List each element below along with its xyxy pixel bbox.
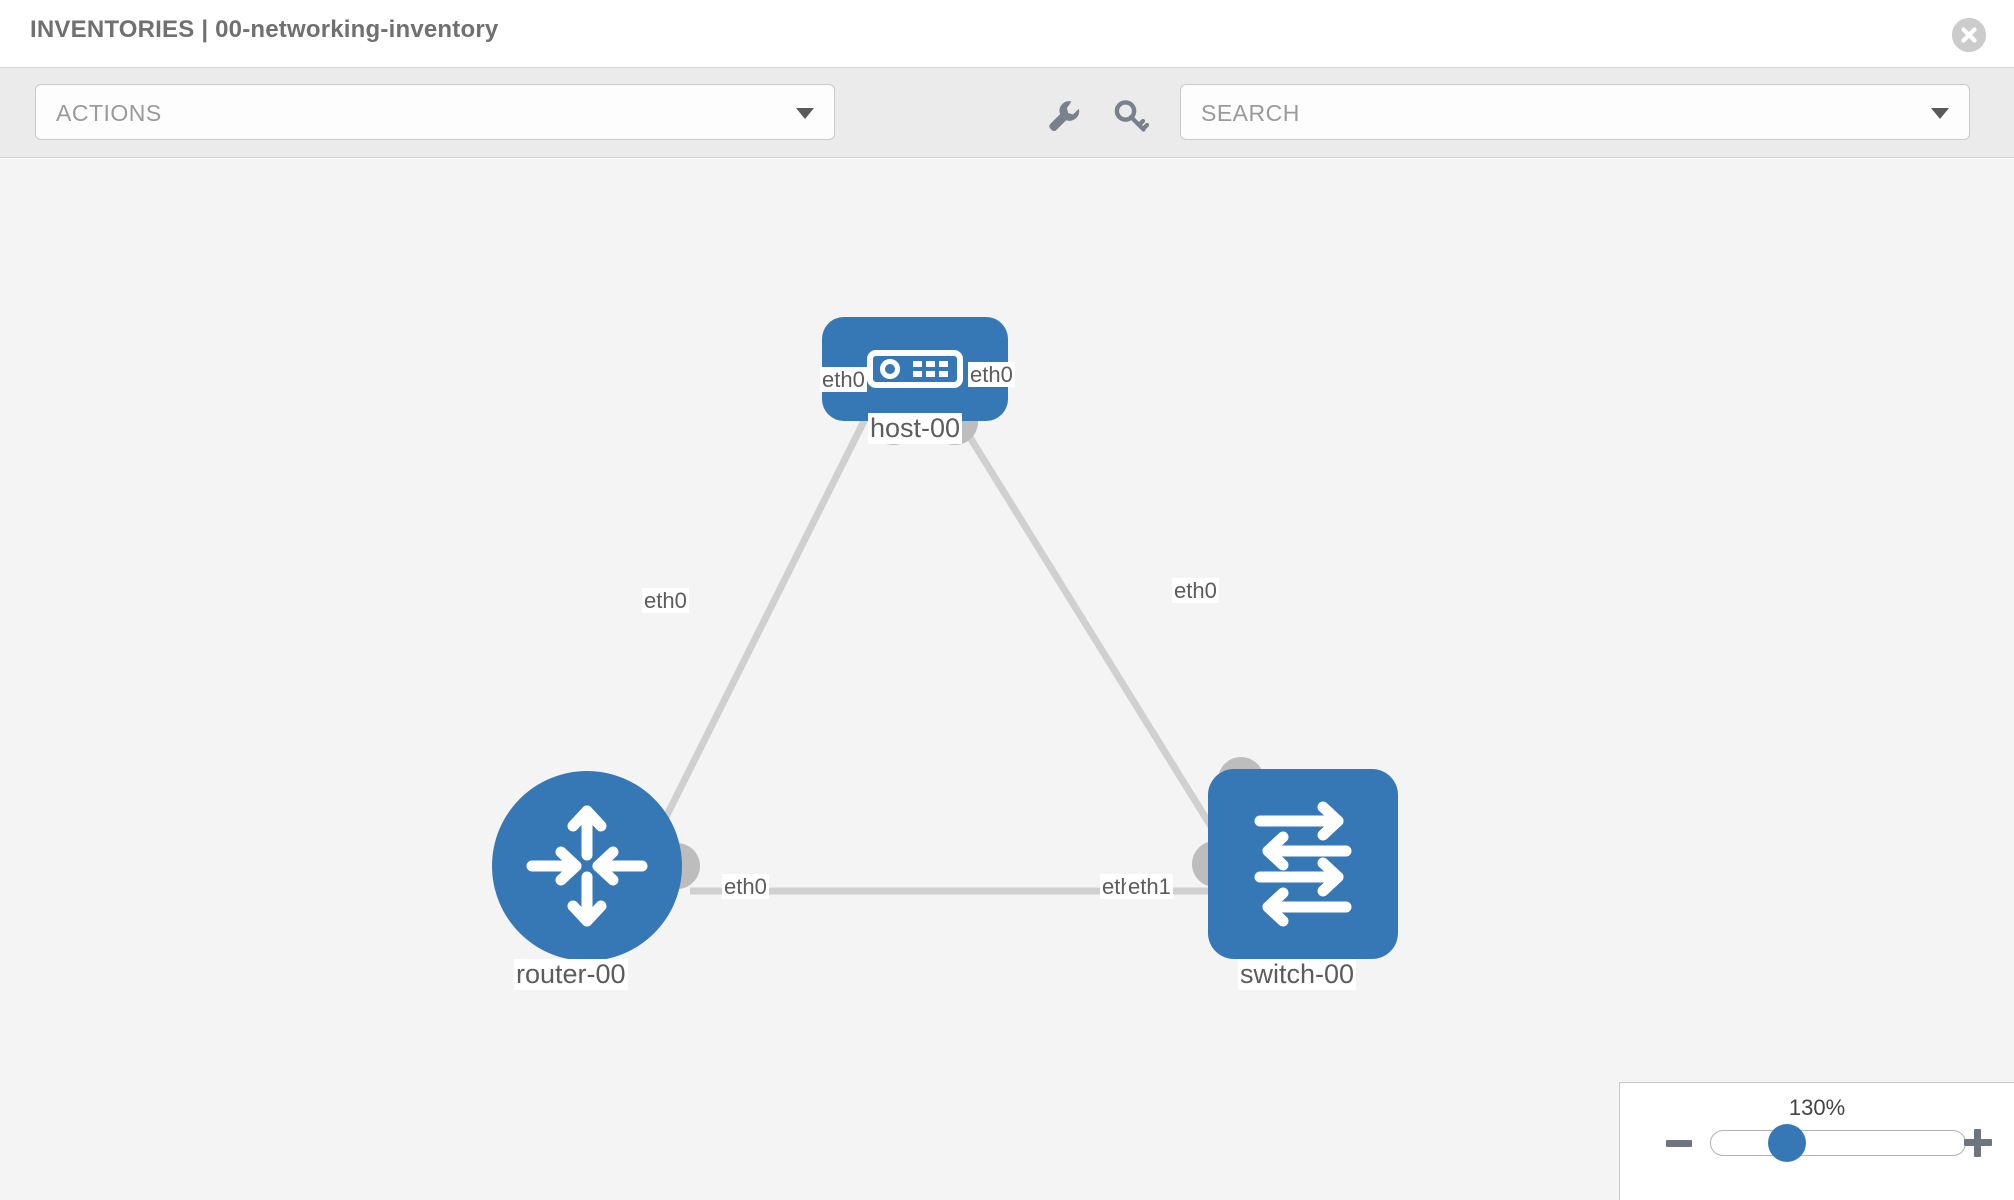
iface-label-router-eth0-up: eth0: [642, 588, 689, 614]
chevron-down-icon[interactable]: [1931, 108, 1949, 119]
page-title: INVENTORIES | 00-networking-inventory: [30, 16, 499, 43]
link-host-switch: [937, 387, 1228, 851]
node-label-router-00: router-00: [514, 959, 628, 991]
zoom-out-button[interactable]: [1666, 1140, 1692, 1147]
search-input[interactable]: SEARCH: [1180, 84, 1970, 140]
zoom-level-value: 130%: [1788, 1095, 1846, 1120]
zoom-slider-track[interactable]: [1710, 1130, 1966, 1156]
node-label-switch-00: switch-00: [1238, 959, 1357, 991]
switch-arrows-icon: [1254, 801, 1352, 927]
iface-label-switch-eth0-up: eth0: [1172, 578, 1219, 604]
search-placeholder: SEARCH: [1201, 100, 1300, 126]
key-icon[interactable]: [1110, 96, 1150, 136]
zoom-in-button[interactable]: [1964, 1129, 1992, 1157]
topology-links: [636, 387, 1228, 895]
router-arrows-icon: [526, 805, 648, 927]
server-icon: [867, 350, 963, 388]
wrench-icon[interactable]: [1044, 96, 1084, 136]
switch-node-shape[interactable]: [1208, 769, 1398, 959]
iface-label-host-eth0-right: eth0: [968, 362, 1015, 388]
node-label-host-00: host-00: [868, 413, 963, 445]
close-icon[interactable]: [1952, 18, 1986, 52]
topology-node-switch-00[interactable]: switch-00: [1192, 757, 1398, 991]
iface-label-router-eth0-right: eth0: [722, 874, 769, 900]
chevron-down-icon: [796, 108, 814, 119]
actions-dropdown[interactable]: ACTIONS: [35, 84, 835, 140]
zoom-control-panel: 130%: [1619, 1082, 2014, 1200]
iface-label-switch-eth1: eth1: [1126, 874, 1173, 900]
zoom-slider-thumb[interactable]: [1768, 1124, 1806, 1162]
iface-label-host-eth0-left: eth0: [820, 367, 867, 393]
actions-dropdown-label: ACTIONS: [56, 100, 162, 126]
topology-node-router-00[interactable]: router-00: [492, 771, 700, 991]
topology-canvas[interactable]: host-00 eth0 eth0: [0, 159, 2014, 1200]
page-header: INVENTORIES | 00-networking-inventory: [0, 0, 2014, 68]
router-node-shape[interactable]: [492, 771, 682, 961]
link-host-router: [636, 387, 884, 871]
